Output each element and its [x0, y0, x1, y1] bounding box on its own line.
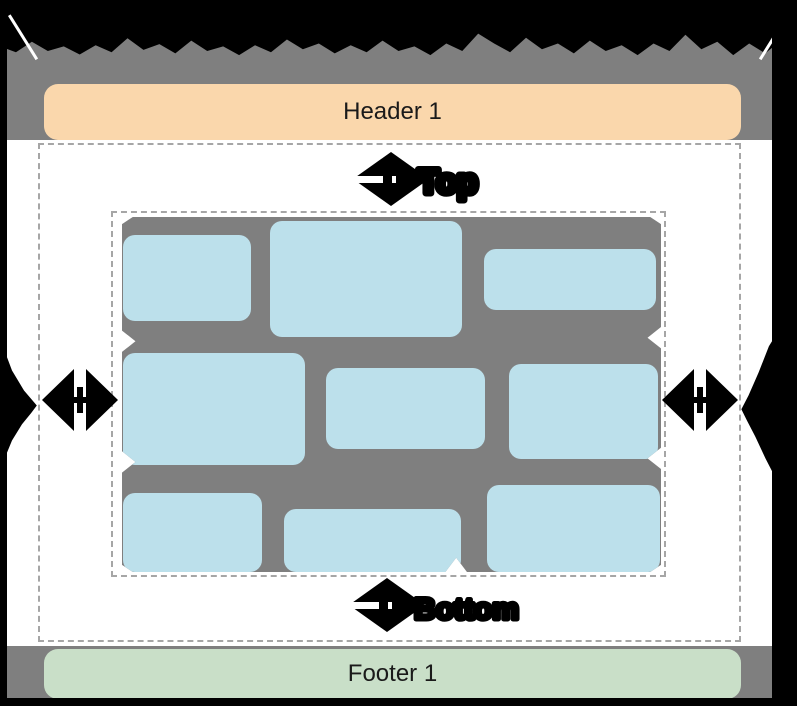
footer-block: Footer 1 — [44, 649, 741, 699]
content-box-8 — [284, 509, 461, 572]
content-box-4 — [123, 353, 305, 465]
content-outer-boundary — [38, 143, 741, 642]
v-double-arrow-icon — [348, 578, 425, 632]
left-margin-arrow-icon — [42, 369, 118, 431]
left-frame-edge — [0, 0, 7, 706]
header-label: Header 1 — [343, 98, 442, 125]
right-margin-arrow-icon — [662, 369, 738, 431]
right-frame-edge — [772, 0, 797, 706]
top-margin-label: Top — [418, 163, 478, 201]
bottom-frame-edge — [0, 698, 797, 706]
content-box-7 — [123, 493, 262, 572]
footer-label: Footer 1 — [347, 660, 438, 687]
top-margin-arrow: Top — [352, 152, 481, 206]
masonry-boundary — [111, 211, 666, 577]
content-box-6 — [509, 364, 658, 459]
right-edge-blob — [741, 338, 774, 475]
masonry-container — [122, 217, 661, 572]
bottom-margin-arrow: Bottom — [348, 578, 521, 632]
v-double-arrow-icon — [352, 152, 429, 206]
content-box-2 — [270, 221, 462, 337]
bottom-margin-label: Bottom — [414, 593, 519, 626]
content-box-1 — [123, 235, 251, 321]
content-box-3 — [484, 249, 656, 310]
header-block: Header 1 — [44, 84, 741, 140]
content-box-9 — [487, 485, 660, 572]
content-box-5 — [326, 368, 485, 449]
